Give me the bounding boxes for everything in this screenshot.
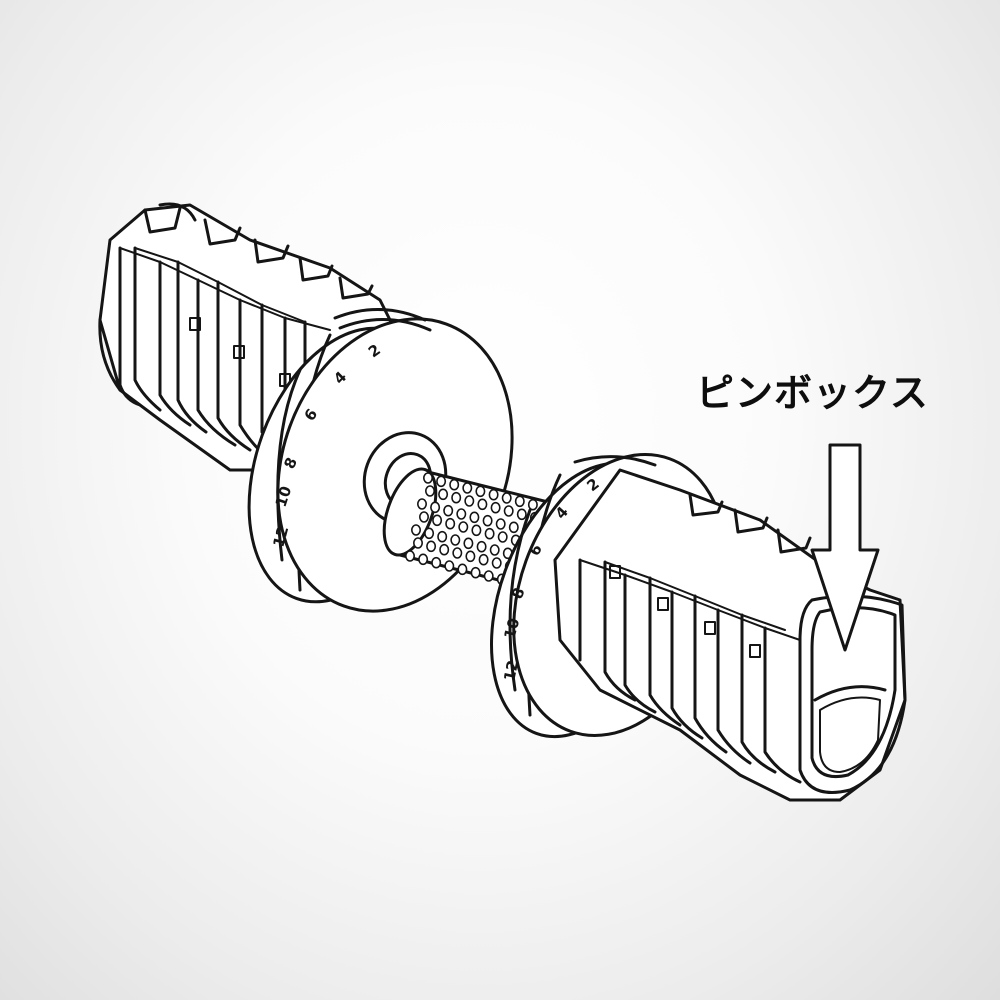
grip-dot — [451, 491, 462, 504]
grip-dot — [431, 556, 442, 569]
grip-dot — [469, 511, 480, 524]
grip-dot — [484, 527, 495, 540]
grip-dot — [430, 501, 441, 514]
grip-handle — [382, 467, 562, 592]
grip-dot — [464, 495, 475, 507]
grip-dot — [404, 550, 415, 562]
grip-dot — [436, 475, 447, 488]
grip-dot — [437, 530, 448, 543]
grip-dot — [410, 524, 421, 536]
grip-dot — [495, 518, 506, 530]
grip-dot — [444, 560, 455, 572]
grip-dot — [445, 517, 456, 530]
grip-dot — [418, 553, 429, 566]
grip-dot — [424, 485, 435, 497]
grip-dot — [432, 514, 443, 527]
grip-dot — [514, 495, 525, 508]
grip-dot — [412, 537, 423, 549]
grip-dot — [462, 482, 473, 494]
pin-box-label: ピンボックス — [696, 371, 929, 415]
grip-dot — [488, 488, 499, 501]
grip-dot — [452, 547, 463, 559]
grip-dot — [491, 557, 502, 569]
grip-dot — [458, 521, 469, 533]
grip-dot — [508, 521, 519, 534]
grip-dot — [475, 485, 486, 498]
right-weight-stack — [553, 468, 907, 802]
left-dial-number: 12 — [269, 524, 292, 549]
grip-dot — [457, 563, 468, 576]
grip-dot — [450, 534, 461, 546]
left-dial-number: 10 — [272, 484, 296, 509]
right-dial-number: 12 — [500, 659, 522, 683]
left-weight-stack — [98, 202, 402, 472]
grip-dot — [489, 544, 500, 556]
grip-dot — [426, 540, 437, 553]
grip-dot — [476, 540, 487, 553]
grip-dot — [516, 508, 527, 521]
grip-dot — [422, 472, 433, 484]
grip-dot — [470, 566, 481, 579]
grip-dot — [438, 488, 449, 501]
grip-dot — [443, 504, 454, 517]
grip-dot — [471, 524, 482, 537]
grip-dot — [501, 492, 512, 504]
grip-dot — [483, 570, 494, 582]
grip-dot — [497, 531, 508, 543]
grip-dot — [490, 501, 501, 514]
grip-dot — [465, 550, 476, 563]
grip-dot — [449, 478, 460, 491]
grip-dot — [527, 498, 538, 511]
grip-dot — [424, 527, 435, 540]
grip-dot — [418, 511, 429, 523]
callout-arrow — [810, 443, 880, 652]
grip-dot — [456, 508, 467, 520]
grip-dot — [478, 553, 489, 566]
right-dial-number: 10 — [500, 616, 523, 641]
grip-dot — [463, 537, 474, 550]
grip-dot — [503, 505, 514, 517]
grip-dot — [477, 498, 488, 511]
grip-dot — [439, 543, 450, 556]
grip-dot — [482, 514, 493, 527]
grip-dot — [416, 498, 427, 510]
